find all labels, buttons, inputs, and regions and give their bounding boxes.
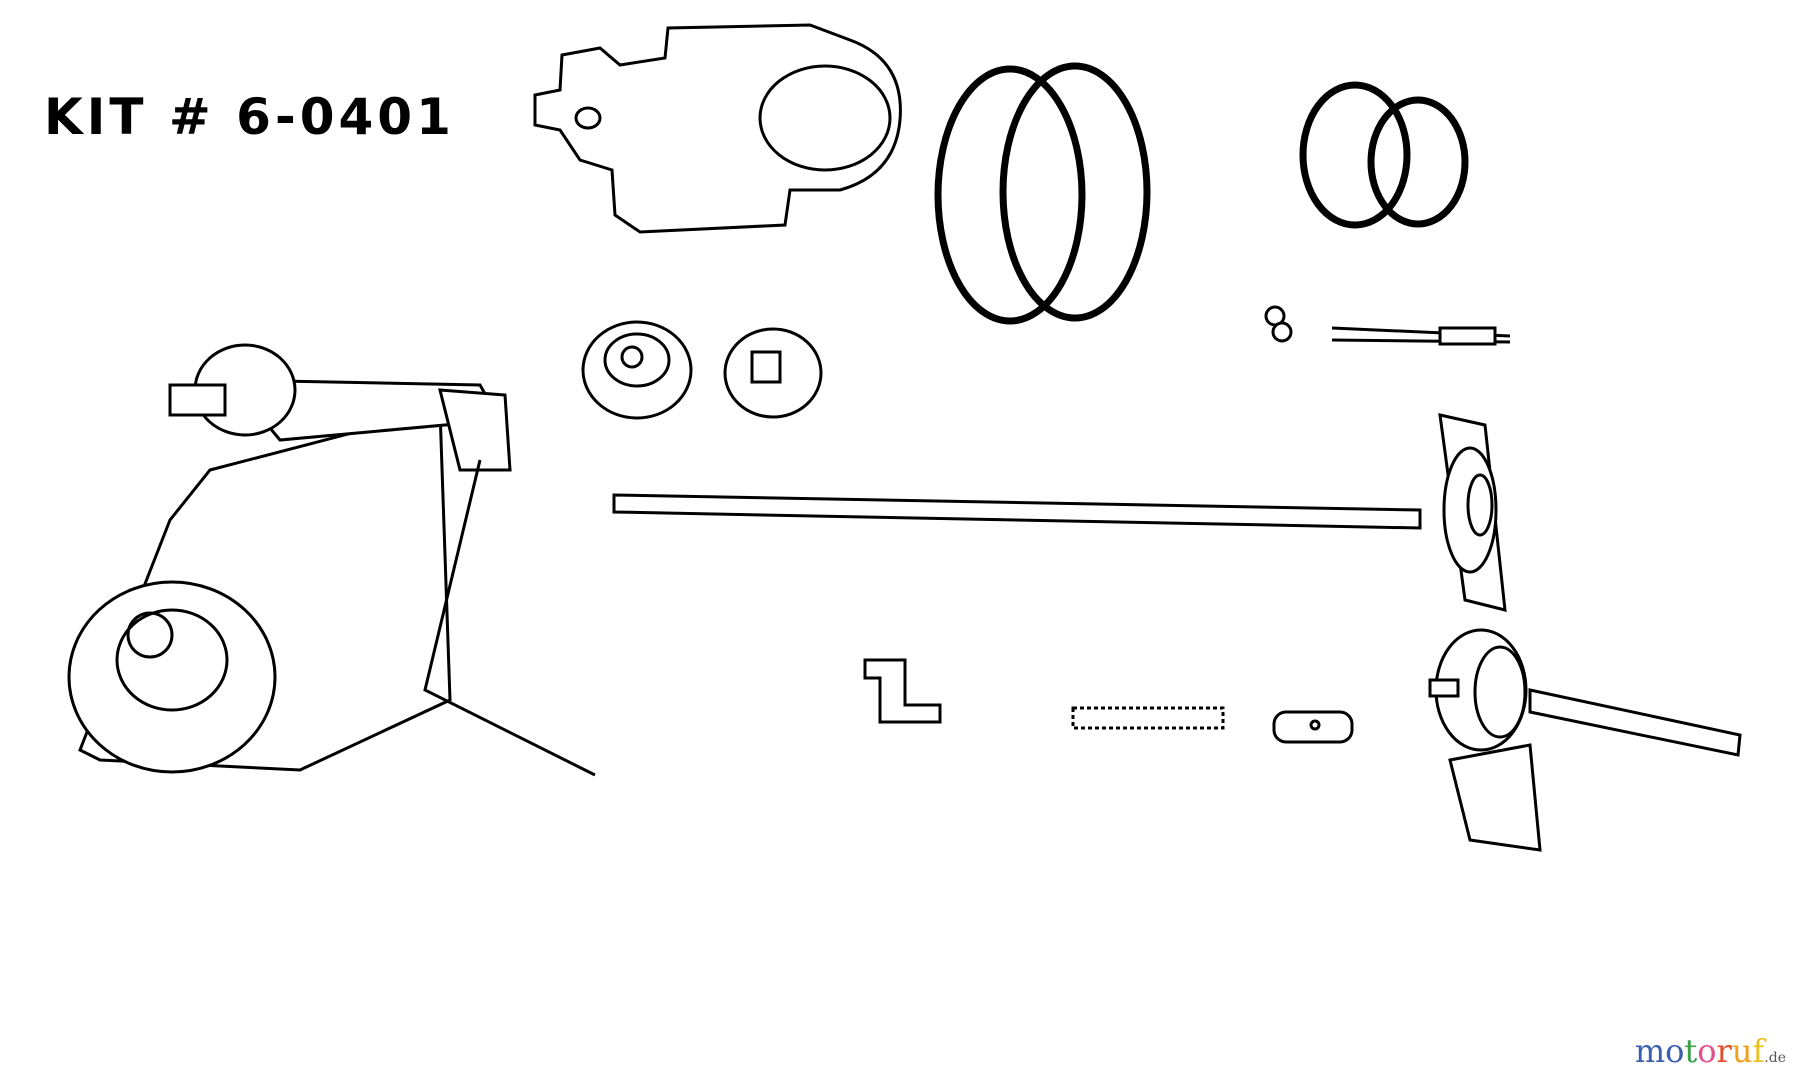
kit-number-title: KIT # 6-0401 — [44, 88, 455, 146]
bracket — [863, 658, 942, 724]
sleeve — [1272, 710, 1354, 744]
small-v-belts — [1299, 81, 1469, 229]
large-v-belts — [934, 62, 1151, 325]
belt-guard — [533, 23, 902, 234]
drive-pulley-assembly — [1428, 628, 1742, 852]
bolt — [1331, 326, 1511, 346]
idler-arm-assembly — [67, 343, 596, 777]
washers — [1264, 305, 1293, 343]
motoruf-watermark: motoruf.de — [1634, 1032, 1786, 1070]
pulley-b — [723, 327, 823, 419]
spring — [1071, 706, 1225, 730]
pulley-a — [581, 320, 693, 420]
long-shaft-with-flange — [612, 413, 1507, 612]
